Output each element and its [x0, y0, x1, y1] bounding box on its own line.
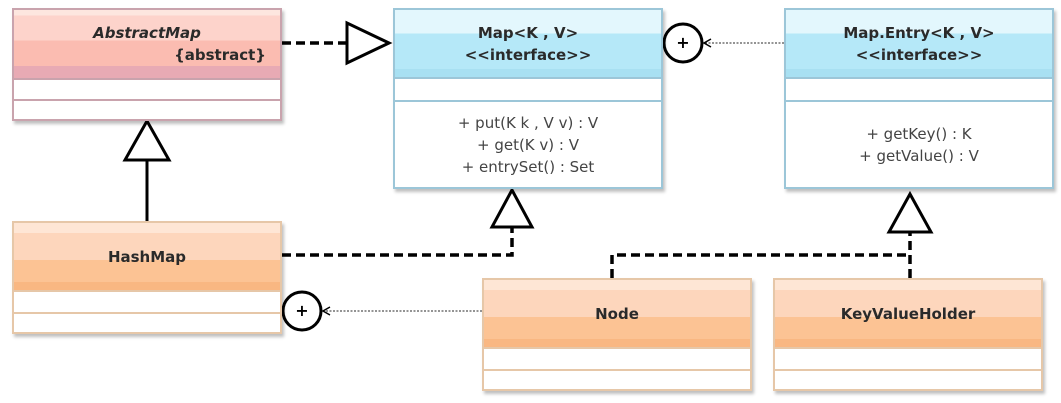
class-name: KeyValueHolder [840, 304, 976, 323]
class-header: HashMap [14, 223, 280, 290]
hollow-triangle-arrowhead [489, 186, 535, 229]
class-name: Node [595, 304, 639, 323]
class-stereotype: <<interface>> [464, 45, 592, 64]
class-abstract-map[interactable]: AbstractMap {abstract} [12, 8, 282, 121]
nesting-node-in-hashmap: + [281, 290, 482, 332]
method-getkey: + getKey() : K [866, 124, 972, 143]
methods-compartment: + put(K k , V v) : V + get(K v) : V + en… [395, 100, 661, 187]
methods-compartment [484, 369, 750, 389]
attributes-compartment [786, 77, 1052, 100]
class-stereotype: <<interface>> [855, 45, 983, 64]
method-getvalue: + getValue() : V [859, 146, 979, 165]
attributes-compartment [484, 347, 750, 369]
class-header: Node [484, 280, 750, 347]
attributes-compartment [775, 347, 1041, 369]
nesting-mapentry-in-map: + [662, 22, 784, 64]
open-arrowhead [702, 38, 712, 48]
plus-icon: + [676, 33, 689, 52]
class-stereotype: {abstract} [174, 46, 266, 64]
class-map[interactable]: Map<K , V> <<interface>> + put(K k , V v… [393, 8, 663, 189]
class-name: Map<K , V> [477, 23, 579, 42]
realization-abstractmap-to-map [282, 20, 393, 66]
nesting-circle-icon [662, 22, 704, 64]
generalization-hashmap-to-abstractmap [122, 117, 172, 221]
class-name: AbstractMap [93, 24, 201, 42]
class-header: Map<K , V> <<interface>> [395, 10, 661, 77]
attributes-compartment [14, 290, 280, 312]
class-header: Map.Entry<K , V> <<interface>> [786, 10, 1052, 77]
class-node[interactable]: Node [482, 278, 752, 391]
methods-compartment: + getKey() : K + getValue() : V [786, 100, 1052, 187]
class-header: KeyValueHolder [775, 280, 1041, 347]
class-header: AbstractMap {abstract} [14, 10, 280, 78]
attributes-compartment [14, 78, 280, 99]
class-name: Map.Entry<K , V> [843, 23, 995, 42]
class-name: HashMap [107, 247, 187, 266]
class-hash-map[interactable]: HashMap [12, 221, 282, 334]
method-put: + put(K k , V v) : V [457, 113, 599, 132]
dashed-line-node [610, 253, 910, 278]
class-map-entry[interactable]: Map.Entry<K , V> <<interface>> + getKey(… [784, 8, 1054, 189]
methods-compartment [14, 99, 280, 119]
method-get: + get(K v) : V [476, 135, 579, 154]
attributes-compartment [395, 77, 661, 100]
nesting-circle-icon [281, 290, 323, 332]
open-arrowhead [321, 306, 331, 316]
method-entryset: + entrySet() : Set [461, 157, 595, 176]
class-key-value-holder[interactable]: KeyValueHolder [773, 278, 1043, 391]
realization-hashmap-to-map [282, 186, 535, 257]
hollow-triangle-arrowhead [345, 20, 393, 66]
methods-compartment [775, 369, 1041, 389]
methods-compartment [14, 312, 280, 332]
hollow-triangle-arrowhead [886, 190, 934, 234]
realization-node-kvh-to-mapentry [610, 190, 934, 278]
hollow-triangle-arrowhead [122, 117, 172, 162]
dashed-line [282, 228, 514, 257]
plus-icon: + [295, 301, 308, 320]
